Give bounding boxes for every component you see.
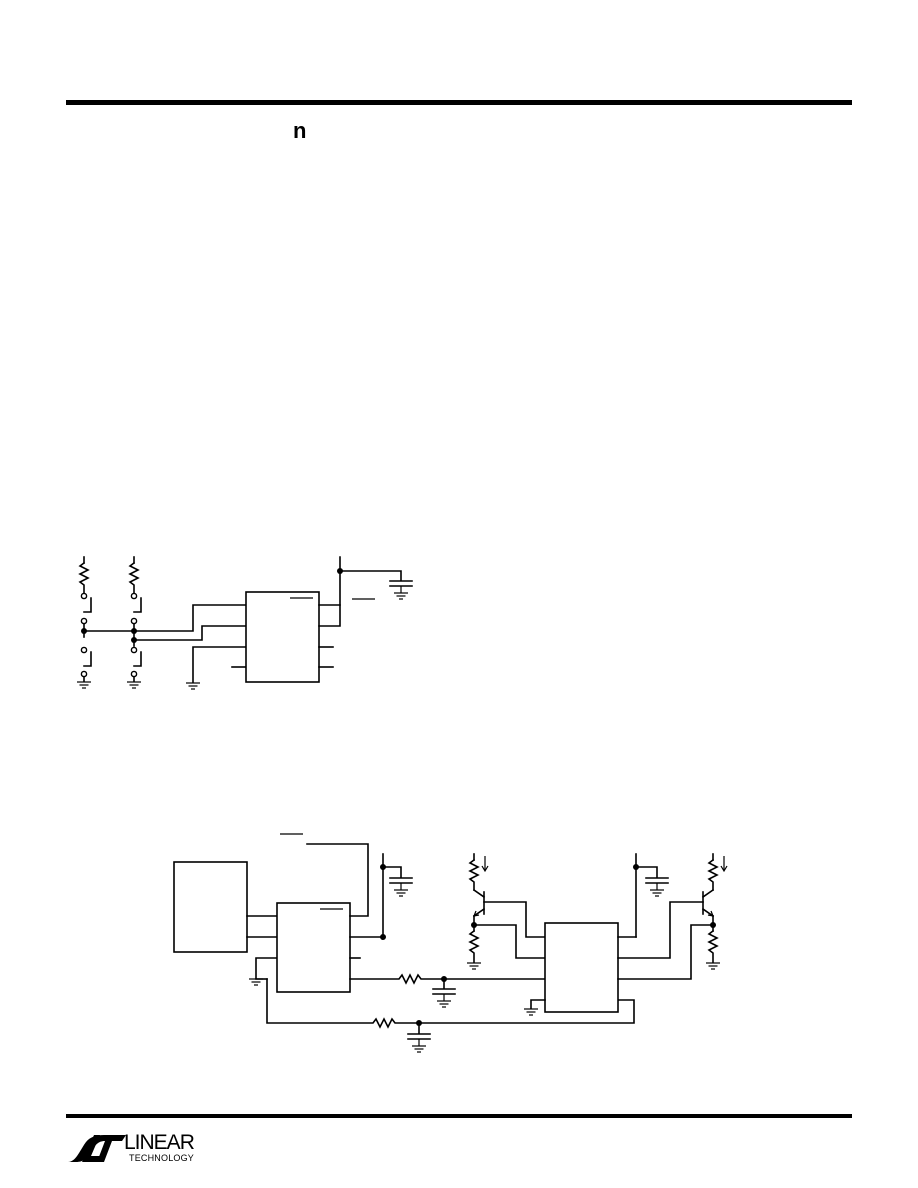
ic-u3 — [544, 922, 619, 1013]
ic-u1 — [245, 591, 320, 683]
figure-pushbutton-circuit — [76, 556, 413, 690]
logo-technology-text: TECHNOLOGY — [129, 1153, 195, 1163]
footer-rule — [66, 1114, 852, 1118]
logo-linear-text: LINEAR — [124, 1131, 195, 1154]
header-glyph: n — [293, 118, 307, 143]
linear-technology-logo — [68, 1135, 126, 1162]
ic-u2 — [276, 902, 351, 993]
block-left — [173, 861, 248, 953]
header-rule — [66, 100, 852, 105]
figure-interface-circuit — [173, 833, 728, 1053]
